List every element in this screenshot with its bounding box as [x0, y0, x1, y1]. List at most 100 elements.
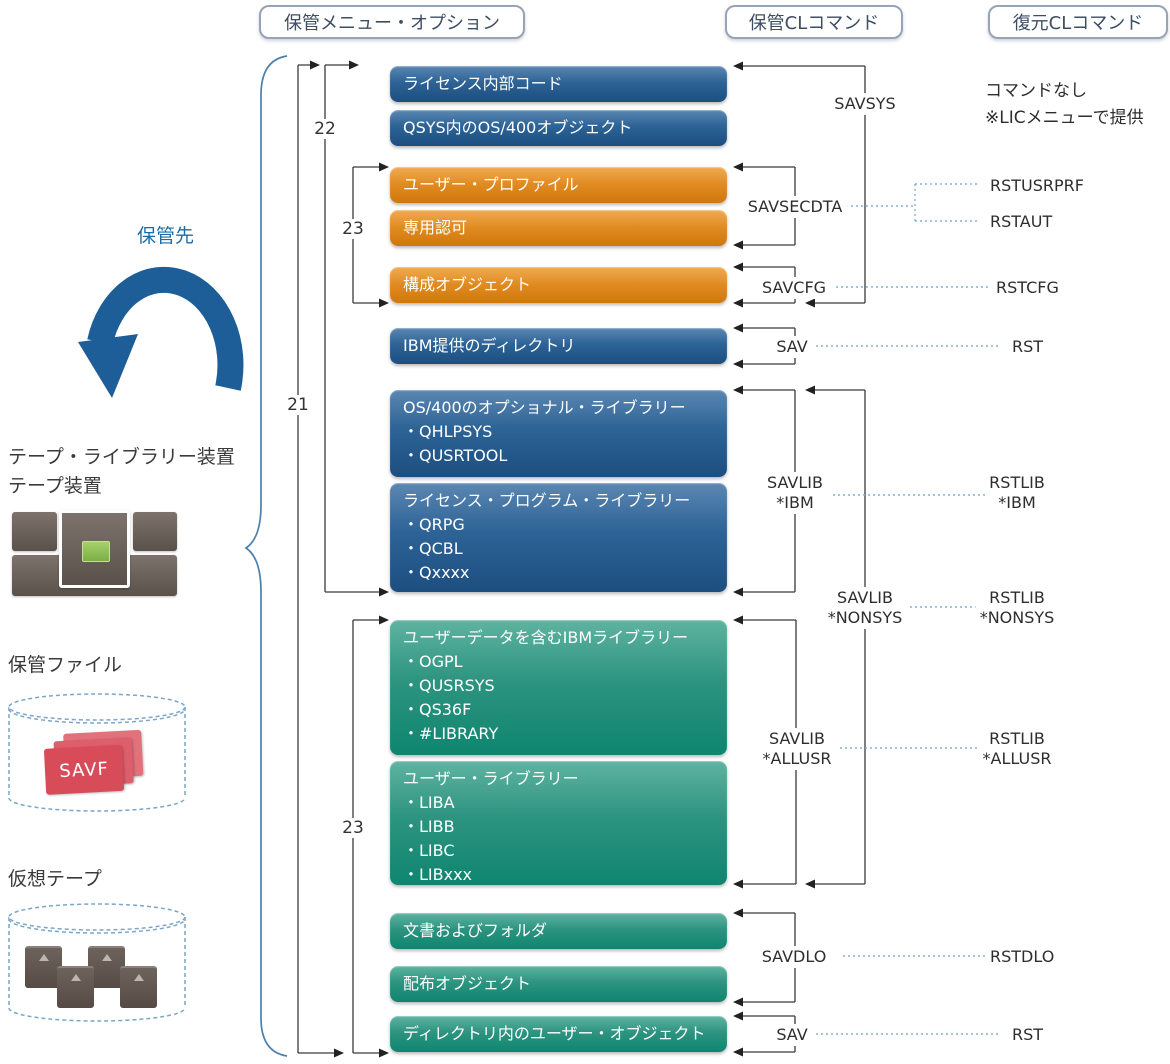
rstdlo-label: RSTDLO [986, 946, 1059, 968]
savsecdta-label: SAVSECDTA [742, 196, 848, 218]
menu-box-title: ライセンス・プログラム・ライブラリー [403, 491, 691, 510]
savcfg-label: SAVCFG [756, 277, 832, 299]
menu-box-title: IBM提供のディレクトリ [403, 336, 576, 355]
tape-cartridge-icon [57, 966, 94, 1008]
menu-box-item: ・QUSRSYS [403, 676, 495, 695]
sav-label-top: SAV [771, 336, 813, 358]
menu-box-title: QSYS内のOS/400オブジェクト [403, 118, 633, 137]
menu-box-item: ・OGPL [403, 652, 463, 671]
header-save-cl-commands: 保管CLコマンド [725, 5, 903, 39]
menu-box-title: ユーザー・ライブラリー [403, 769, 579, 788]
tape-library-device-label: テープ・ライブラリー装置 [8, 446, 235, 468]
menu-box-user-profiles: ユーザー・プロファイル [390, 167, 727, 203]
menu-box-item: ・LIBxxx [403, 865, 473, 884]
savlib-allusr-label: SAVLIB *ALLUSR [757, 728, 837, 770]
menu-box-item: ・QCBL [403, 539, 463, 558]
rstcfg-label: RSTCFG [992, 277, 1063, 299]
tape-cartridge-icon [120, 966, 157, 1008]
menu-box-title: 構成オブジェクト [403, 275, 532, 294]
menu-box-title: ユーザーデータを含むIBMライブラリー [403, 628, 689, 647]
menu-box-title: 専用認可 [403, 218, 468, 237]
savf-card-front: SAVF [43, 744, 125, 795]
savf-cards-icon: SAVF [43, 729, 157, 809]
rstlib-ibm-line1: RSTLIB [989, 473, 1045, 492]
menu-box-item: ・QUSRTOOL [403, 446, 508, 465]
restore-dotted-links [816, 183, 1000, 1035]
menu-box-item: ・QRPG [403, 515, 465, 534]
rstlib-nonsys-line1: RSTLIB [989, 588, 1045, 607]
rstlib-allusr-line1: RSTLIB [989, 729, 1045, 748]
menu-box-qsys-os400-objects: QSYS内のOS/400オブジェクト [390, 110, 727, 146]
menu-option-23-top: 23 [339, 219, 367, 239]
menu-box-title: 配布オブジェクト [403, 974, 532, 993]
tape-library-drive-bay [59, 510, 130, 588]
rstaut-label: RSTAUT [986, 211, 1057, 233]
savlib-nonsys-line1: SAVLIB [837, 588, 893, 607]
rstlib-nonsys-label: RSTLIB *NONSYS [975, 587, 1059, 629]
tape-library-icon [12, 510, 177, 598]
menu-box-private-authorities: 専用認可 [390, 210, 727, 246]
menu-box-item: ・LIBA [403, 793, 455, 812]
menu-box-title: ディレクトリ内のユーザー・オブジェクト [403, 1024, 706, 1043]
menu-box-user-objects-in-directories: ディレクトリ内のユーザー・オブジェクト [390, 1016, 727, 1052]
rstlib-ibm-line2: *IBM [998, 493, 1036, 512]
savlib-nonsys-line2: *NONSYS [827, 608, 903, 627]
savlib-ibm-label: SAVLIB *IBM [762, 472, 828, 514]
menu-box-ibm-directories: IBM提供のディレクトリ [390, 328, 727, 364]
menu-box-item: ・LIBC [403, 841, 455, 860]
menu-box-ibm-libraries-with-user-data: ユーザーデータを含むIBMライブラリー ・OGPL ・QUSRSYS ・QS36… [390, 620, 727, 755]
savlib-ibm-line1: SAVLIB [767, 473, 823, 492]
menu-box-title: ユーザー・プロファイル [403, 175, 579, 194]
tape-cartridge-icon [88, 946, 125, 988]
rstlib-allusr-line2: *ALLUSR [982, 749, 1052, 768]
savf-card-text: SAVF [58, 758, 110, 782]
menu-option-wires [297, 64, 382, 1054]
savsys-label: SAVSYS [829, 93, 901, 115]
rstlib-nonsys-line2: *NONSYS [979, 608, 1055, 627]
menu-box-os400-optional-libraries: OS/400のオプショナル・ライブラリー ・QHLPSYS ・QUSRTOOL [390, 390, 727, 477]
virtual-tape-label: 仮想テープ [8, 868, 102, 890]
savlib-ibm-line2: *IBM [776, 493, 814, 512]
no-command-note: コマンドなし ※LICメニューで提供 [985, 78, 1144, 132]
menu-box-licensed-program-libraries: ライセンス・プログラム・ライブラリー ・QRPG ・QCBL ・Qxxxx [390, 483, 727, 592]
group-brace [244, 55, 288, 1057]
tape-library-tile-right [133, 512, 177, 551]
tape-device-label: テープ装置 [8, 475, 102, 497]
savlib-nonsys-label: SAVLIB *NONSYS [822, 587, 908, 629]
menu-box-item: ・LIBB [403, 817, 455, 836]
menu-box-title: OS/400のオプショナル・ライブラリー [403, 398, 686, 417]
tape-device-labels: テープ・ライブラリー装置 テープ装置 [8, 443, 235, 501]
header-restore-cl-commands: 復元CLコマンド [988, 5, 1168, 39]
header-save-menu-options-label: 保管メニュー・オプション [284, 13, 500, 34]
menu-option-21: 21 [284, 395, 312, 415]
menu-option-23-bottom: 23 [339, 818, 367, 838]
menu-box-configuration-objects: 構成オブジェクト [390, 267, 727, 303]
savlib-allusr-line1: SAVLIB [769, 729, 825, 748]
tape-cartridge-icon [25, 946, 62, 988]
rst-label-top: RST [1008, 336, 1048, 358]
save-destination-label: 保管先 [137, 225, 195, 247]
rstlib-ibm-label: RSTLIB *IBM [985, 472, 1049, 514]
header-save-menu-options: 保管メニュー・オプション [259, 5, 525, 39]
menu-option-22: 22 [311, 119, 339, 139]
menu-box-item: ・Qxxxx [403, 563, 470, 582]
menu-box-title: ライセンス内部コード [403, 74, 563, 93]
no-command-note-line1: コマンドなし [985, 81, 1087, 101]
header-save-cl-commands-label: 保管CLコマンド [748, 13, 880, 34]
menu-box-user-libraries: ユーザー・ライブラリー ・LIBA ・LIBB ・LIBC ・LIBxxx [390, 761, 727, 885]
savdlo-label: SAVDLO [756, 946, 832, 968]
menu-box-title: 文書およびフォルダ [403, 921, 548, 940]
menu-box-licensed-internal-code: ライセンス内部コード [390, 66, 727, 102]
rstlib-allusr-label: RSTLIB *ALLUSR [978, 728, 1056, 770]
rst-label-bottom: RST [1008, 1024, 1048, 1046]
tape-library-indicator [82, 541, 110, 562]
menu-box-distribution-objects: 配布オブジェクト [390, 966, 727, 1002]
arrowheads [310, 60, 815, 1058]
sav-label-bottom: SAV [771, 1024, 813, 1046]
no-command-note-line2: ※LICメニューで提供 [985, 108, 1144, 128]
savlib-allusr-line2: *ALLUSR [762, 749, 832, 768]
tape-library-tile-left [12, 512, 57, 551]
save-destination-arrow [78, 266, 244, 398]
menu-box-item: ・#LIBRARY [403, 724, 499, 743]
